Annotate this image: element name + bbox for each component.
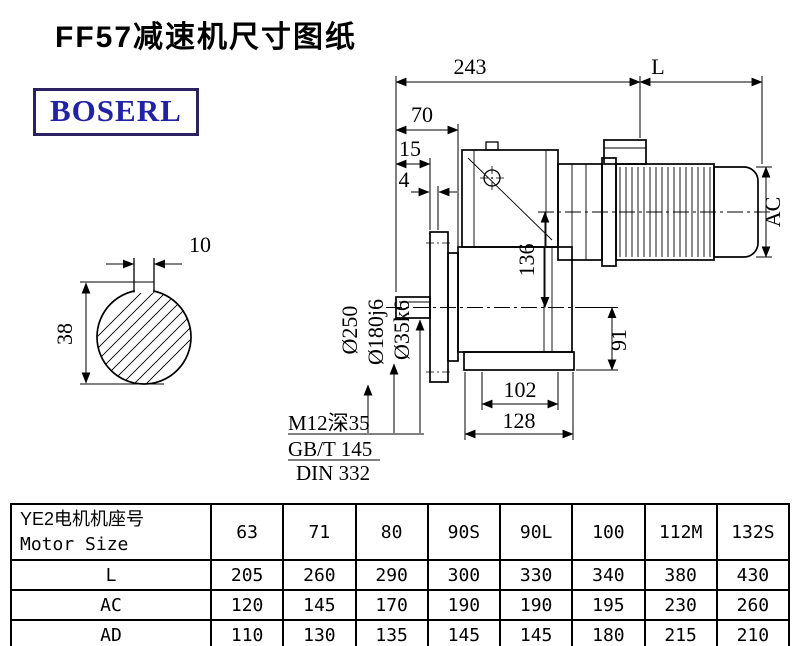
dim-motor-length: L xyxy=(651,54,664,79)
dim-spigot-diameter: Ø180j6 xyxy=(363,299,388,365)
dim-cell: 130 xyxy=(282,619,357,646)
dim-cell: 430 xyxy=(715,559,791,591)
motor-side-view xyxy=(557,139,759,267)
dim-cell: 190 xyxy=(426,589,502,621)
dim-overall-width: 243 xyxy=(454,54,487,79)
note-standard-din: DIN 332 xyxy=(296,461,370,485)
dim-cell: 145 xyxy=(282,589,357,621)
size-column-header: 63 xyxy=(209,503,285,561)
size-column-header: 132S xyxy=(715,503,791,561)
keyway-mask xyxy=(134,281,154,293)
dim-15: 15 xyxy=(399,136,421,161)
dim-flange-diameter: Ø250 xyxy=(337,306,362,355)
size-column-header: 90L xyxy=(498,503,574,561)
notes: M12深35 GB/T 145 DIN 332 xyxy=(288,411,424,485)
row-label: AC xyxy=(10,589,212,621)
note-tapped-hole: M12深35 xyxy=(288,411,370,435)
top-bolt xyxy=(485,141,499,151)
fan-cover xyxy=(713,166,759,258)
size-column-header: 80 xyxy=(354,503,429,561)
size-column-header: 100 xyxy=(571,503,646,561)
dim-cell: 380 xyxy=(643,559,718,591)
dim-136: 136 xyxy=(514,244,539,277)
dim-key-height: 38 xyxy=(52,323,77,345)
row-label: L xyxy=(10,559,212,591)
dim-cell: 195 xyxy=(571,589,646,621)
table-row-AD: AD 110 130 135 145 145 180 215 210 xyxy=(10,619,791,646)
dim-cell: 180 xyxy=(571,619,646,646)
size-column-header: 71 xyxy=(282,503,357,561)
bottom-flange xyxy=(463,351,575,371)
dim-102: 102 xyxy=(504,377,537,402)
size-column-header: 112M xyxy=(643,503,718,561)
dim-cell: 145 xyxy=(498,619,574,646)
boserl-logo: BOSERL xyxy=(33,88,199,136)
motor-dimension-table: YE2电机机座号 Motor Size 63 71 80 90S 90L 100… xyxy=(10,503,791,646)
table-header-row: YE2电机机座号 Motor Size 63 71 80 90S 90L 100… xyxy=(10,503,791,561)
shaft-end-view: 10 38 xyxy=(52,232,211,385)
dim-cell: 120 xyxy=(209,589,285,621)
dim-70: 70 xyxy=(411,102,433,127)
note-standard-gbt: GB/T 145 xyxy=(288,437,372,461)
dim-cell: 260 xyxy=(715,589,791,621)
dim-cell: 300 xyxy=(426,559,502,591)
dimensions: 243 L 70 15 4 Ø250 Ø180j6 Ø35k6 1 xyxy=(337,54,785,440)
section-hatching xyxy=(97,290,191,384)
terminal-box xyxy=(603,139,647,165)
motor-size-header: YE2电机机座号 Motor Size xyxy=(10,503,212,561)
flange-spigot xyxy=(447,252,459,362)
dim-128: 128 xyxy=(503,408,536,433)
dim-cell: 290 xyxy=(354,559,429,591)
header-en: Motor Size xyxy=(20,534,129,555)
mounting-flange xyxy=(429,231,449,383)
dim-cell: 230 xyxy=(643,589,718,621)
dim-cell: 260 xyxy=(282,559,357,591)
dim-cell: 110 xyxy=(209,619,285,646)
shaft-circle xyxy=(96,289,192,385)
row-label: AD xyxy=(10,619,212,646)
table-row-L: L 205 260 290 300 330 340 380 430 xyxy=(10,559,791,591)
dim-cell: 170 xyxy=(354,589,429,621)
table-row-AC: AC 120 145 170 190 190 195 230 260 xyxy=(10,589,791,621)
dim-cell: 210 xyxy=(715,619,791,646)
dim-cell: 135 xyxy=(354,619,429,646)
header-cn: YE2电机机座号 xyxy=(20,509,145,529)
dim-91: 91 xyxy=(606,329,631,351)
dim-cell: 215 xyxy=(643,619,718,646)
cooling-fins xyxy=(619,167,711,257)
dim-4: 4 xyxy=(399,167,410,192)
dim-cell: 190 xyxy=(498,589,574,621)
dim-motor-diameter: AC xyxy=(760,197,785,228)
page-title: FF57减速机尺寸图纸 xyxy=(55,21,358,54)
size-column-header: 90S xyxy=(426,503,502,561)
dim-key-width: 10 xyxy=(189,232,211,257)
dim-shaft-diameter: Ø35k6 xyxy=(389,300,414,360)
dim-cell: 340 xyxy=(571,559,646,591)
dim-cell: 330 xyxy=(498,559,574,591)
dim-cell: 205 xyxy=(209,559,285,591)
dimension-drawing: 10 38 xyxy=(52,54,785,485)
dim-cell: 145 xyxy=(426,619,502,646)
boserl-logo-text: BOSERL xyxy=(50,93,182,128)
